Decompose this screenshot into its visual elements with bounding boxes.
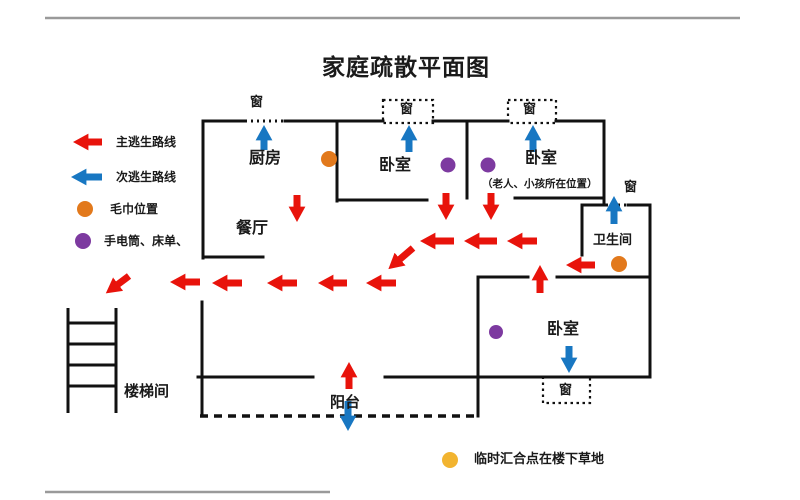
window-label-bedroom3: 窗	[559, 383, 573, 398]
legend-label-secondary-route: 次逃生路线	[116, 170, 177, 184]
window-label-bedroom2: 窗	[523, 102, 537, 117]
room-label-stairwell: 楼梯间	[124, 382, 170, 400]
towel-dot-kitchen	[321, 151, 337, 167]
legend-label-flashlight: 手电筒、床单、	[104, 234, 189, 248]
stairs	[66, 308, 118, 413]
legend-label-main-route: 主逃生路线	[116, 135, 177, 149]
main-route-arrow-diagonal	[388, 245, 416, 270]
note-assembly-point: 临时汇合点在楼下草地	[474, 452, 605, 467]
note-occupants: （老人、小孩所在位置）	[482, 178, 598, 190]
main-escape-route-arrows	[105, 193, 595, 389]
window-label-bathroom: 窗	[624, 180, 638, 195]
flashlight-dot-bedroom1	[440, 157, 456, 173]
walls	[196, 119, 652, 418]
main-route-arrow-to-stairs	[105, 273, 132, 294]
window-box-bedroom2	[506, 98, 558, 125]
towel-dot-bathroom	[611, 256, 627, 272]
window-box-bedroom3	[541, 375, 592, 405]
room-label-kitchen: 厨房	[249, 148, 282, 167]
room-label-bedroom1: 卧室	[379, 155, 412, 174]
room-label-bedroom3: 卧室	[547, 319, 580, 338]
window-label-bedroom1: 窗	[400, 102, 414, 117]
secondary-escape-route-arrows	[255, 125, 623, 431]
legend-flashlight-dot	[75, 233, 91, 249]
room-label-balcony: 阳台	[330, 393, 361, 411]
room-label-bathroom: 卫生间	[593, 233, 633, 248]
room-label-bedroom2: 卧室	[525, 148, 558, 167]
page-title: 家庭疏散平面图	[322, 55, 490, 81]
room-label-dining: 餐厅	[236, 218, 269, 237]
legend-towel-dot	[77, 201, 93, 217]
legend-label-towel: 毛巾位置	[110, 202, 159, 216]
window-label-kitchen: 窗	[250, 95, 264, 110]
window-box-bedroom1	[381, 98, 435, 125]
flashlight-dot-bedroom2	[480, 157, 496, 173]
assembly-point-dot	[442, 452, 458, 468]
flashlight-dot-bedroom3	[489, 325, 503, 339]
